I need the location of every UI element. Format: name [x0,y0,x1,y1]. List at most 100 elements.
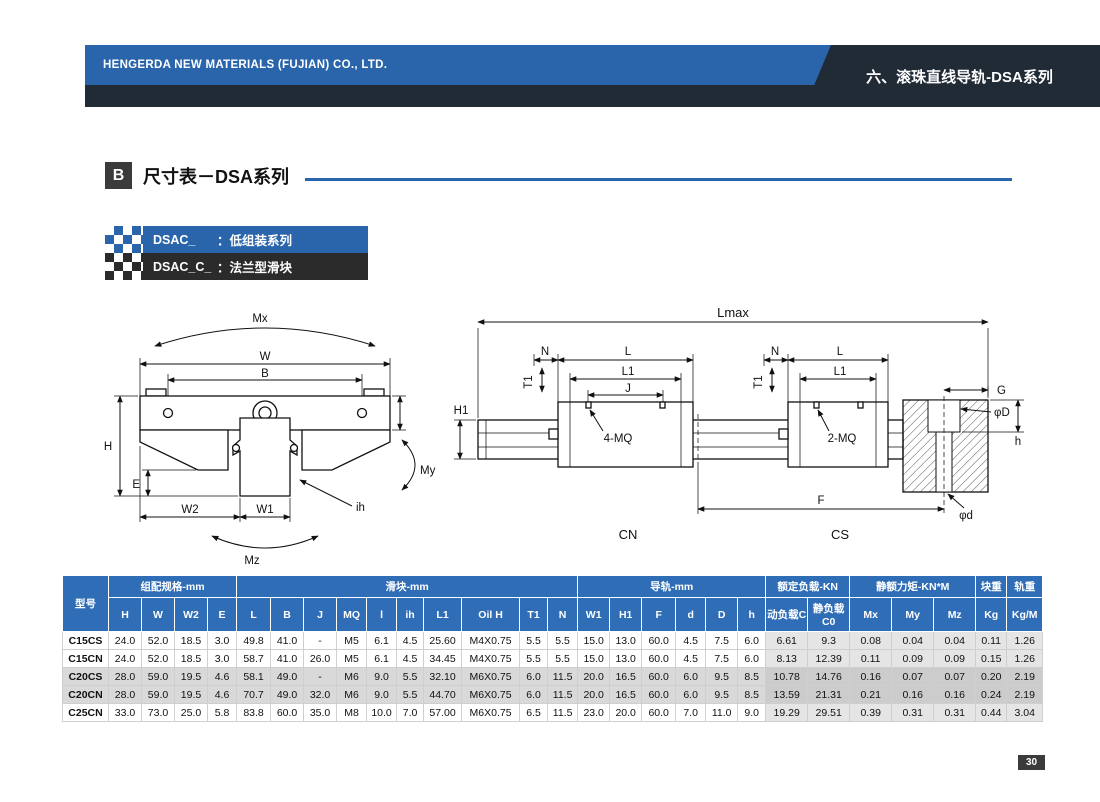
section-header: B 尺寸表－DSA系列 [105,162,1012,189]
legend-row-low-profile: DSAC_：低组装系列 [105,226,368,253]
table-cell: 60.0 [641,703,677,722]
table-cell: M8 [336,703,368,722]
table-cell: 12.39 [807,649,851,668]
table-cell: 11.5 [547,703,579,722]
dim-label-lmax: Lmax [717,305,749,320]
table-cell: 4.5 [675,631,707,650]
table-cell: 0.15 [975,649,1008,668]
table-cell: M6 [336,685,368,704]
table-col-header: 静负载C0 [807,597,851,632]
dim-label-h1: H1 [454,405,469,417]
table-cell: 58.7 [236,649,272,668]
table-col-header: Kg/M [1006,597,1044,632]
table-cell: 5.5 [519,649,549,668]
table-cell: 5.5 [547,631,579,650]
checker-pattern [105,253,143,280]
table-col-header: l [366,597,398,632]
table-col-header: D [705,597,739,632]
table-cell: 0.31 [933,703,977,722]
table-cell: 7.0 [675,703,707,722]
table-cell: M6X0.75 [461,703,521,722]
table-cell: 0.11 [975,631,1008,650]
table-cell: 0.08 [849,631,893,650]
block1-n-label: N [541,346,549,358]
block2-dimensions: L L1 N T1 [753,346,889,402]
table-cell: 19.29 [765,703,809,722]
table-cell: 2.19 [1006,667,1044,686]
table-group-header: 导轨-mm [577,575,767,598]
model-cell: C15CS [62,631,109,650]
table-group-header: 额定负载-KN [765,575,851,598]
section-underline [305,178,1012,181]
table-cell: 9.3 [807,631,851,650]
table-cell: 6.1 [366,631,398,650]
table-cell: 16.5 [609,667,643,686]
table-cell: 13.0 [609,649,643,668]
table-cell: 9.0 [366,667,398,686]
dim-label-w2: W2 [181,504,198,516]
table-cell: 8.5 [737,685,767,704]
table-cell: 83.8 [236,703,272,722]
table-cell: 9.5 [705,685,739,704]
table-cell: 49.0 [270,685,305,704]
table-cell: 0.44 [975,703,1008,722]
table-group-header: 组配规格-mm [107,575,238,598]
slider-block-cn: 4-MQ [548,401,694,468]
table-cell: 6.0 [737,631,767,650]
table-cell: 49.0 [270,667,305,686]
table-cell: 15.0 [577,631,611,650]
table-cell: M5 [336,649,368,668]
table-cell: M6X0.75 [461,685,521,704]
model-cell: C20CN [62,685,109,704]
legend-desc: 法兰型滑块 [229,261,293,275]
table-cell: 14.76 [807,667,851,686]
table-cell: 19.5 [174,685,208,704]
table-cell: 59.0 [141,685,175,704]
table-cell: 24.0 [108,631,142,650]
table-cell: 4.6 [206,667,238,686]
block1-l-label: L [625,346,632,358]
table-cell: 7.5 [705,649,739,668]
section-title: 尺寸表－DSA系列 [143,166,290,187]
my-moment-arc: My [401,439,436,491]
dim-label-f: F [817,495,824,507]
table-col-header: W1 [577,597,611,632]
legend-bar: DSAC_C_：法兰型滑块 [143,253,368,280]
table-cell: 33.0 [108,703,142,722]
block1-dimensions: L L1 J N T1 [523,346,694,402]
cross-section-drawing: Mx W B H E [104,313,436,567]
dim-label-w: W [260,351,271,363]
table-cell: 0.16 [891,685,935,704]
table-cell: 0.16 [849,667,893,686]
table-col-header: L [236,597,272,632]
legend-separator: ： [217,261,230,275]
table-col-header: Mz [933,597,977,632]
table-cell: 1.26 [1006,649,1044,668]
table-cell: 11.5 [547,667,579,686]
legend-code: DSAC_ [153,232,196,247]
table-cell: 5.5 [396,667,425,686]
table-cell: 1.26 [1006,631,1044,650]
legend-desc: 低组装系列 [229,234,293,248]
dim-label-hole-depth: h [1015,436,1021,448]
table-cell: 3.0 [206,649,238,668]
page-header: HENGERDA NEW MATERIALS (FUJIAN) CO., LTD… [85,45,1100,107]
e-dimension: E [132,469,196,497]
rail-end-section [902,396,989,514]
table-cell: 57.00 [423,703,463,722]
table-cell: 49.8 [236,631,272,650]
model-cell: C15CN [62,649,109,668]
block2-l-label: L [837,346,844,358]
table-cell: 20.0 [577,667,611,686]
series-banner: 六、滚珠直线导轨-DSA系列 [805,45,1100,107]
table-cell: 18.5 [174,649,208,668]
table-cell: 0.07 [933,667,977,686]
table-cell: 7.0 [396,703,425,722]
dim-label-g: G [997,385,1006,397]
table-group-header: 块重 [975,575,1008,598]
checker-pattern [105,226,143,253]
